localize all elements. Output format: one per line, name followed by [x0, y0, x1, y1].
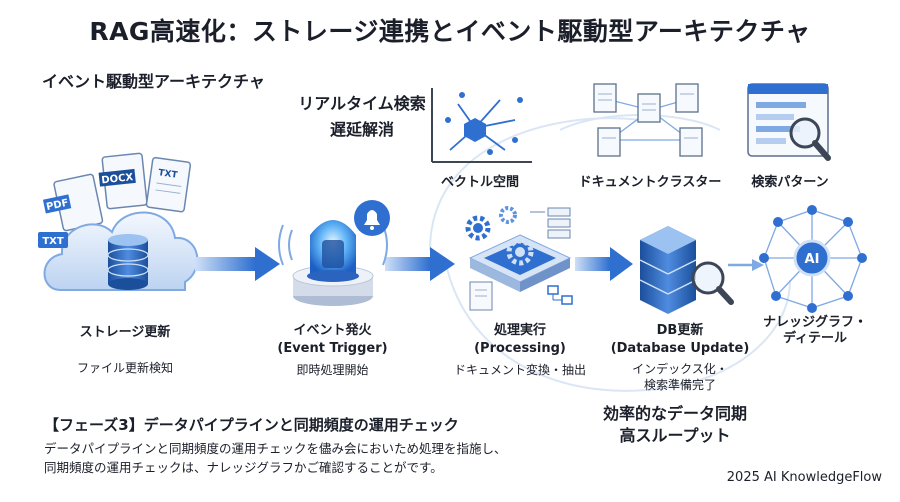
step-knowledge-graph-title: ナレッジグラフ・ — [762, 315, 867, 330]
file-type-label: PDF — [45, 198, 69, 213]
file-type-label: TXT — [158, 168, 179, 181]
processing-chip-icon — [465, 206, 573, 311]
step-processing-subtitle: (Processing) — [474, 341, 566, 356]
phase-line-2: 同期頻度の運用チェックは、ナレッジグラフかご確認することがです。 — [44, 460, 443, 475]
step-storage-title: ストレージ更新 — [79, 325, 171, 340]
step-db-subtitle: (Database Update) — [610, 341, 750, 356]
database-icon — [107, 234, 149, 290]
file-type-label: DOCX — [101, 172, 134, 186]
database-update-icon — [639, 226, 734, 314]
arrow-1-icon — [195, 247, 280, 281]
step-event-desc: 即時処理開始 — [296, 363, 369, 377]
label-search-pattern: 検索パターン — [751, 175, 829, 190]
event-trigger-icon — [278, 220, 388, 306]
benefit-sync: 効率的なデータ同期 — [602, 404, 747, 423]
step-db-title: DB更新 — [656, 323, 704, 338]
storage-cloud-icon: PDF DOCX TXT TXT — [38, 152, 199, 291]
page-title: RAG高速化：ストレージ連携とイベント駆動型アーキテクチャ — [89, 17, 811, 46]
step-event-title: イベント発火 — [293, 323, 372, 338]
server-stack-icon — [530, 207, 571, 239]
phase-line-1: データパイプラインと同期頻度の運用チェックを儘み会においため処理を指施し、 — [44, 441, 507, 456]
step-processing-title: 処理実行 — [493, 323, 546, 338]
step-event-subtitle: (Event Trigger) — [277, 341, 388, 356]
step-db-desc2: 検索準備完了 — [643, 378, 716, 392]
ai-label: AI — [805, 252, 820, 267]
document-icon — [469, 281, 493, 311]
flowchart-icon — [547, 285, 573, 305]
step-knowledge-graph-subtitle: ディテール — [782, 331, 848, 346]
gear-icon — [465, 206, 517, 241]
document-cluster-icon — [593, 83, 703, 157]
benefit-throughput: 高スループット — [619, 426, 731, 445]
arrow-4-icon — [728, 259, 764, 271]
label-vector-space: ベクトル空間 — [440, 175, 519, 190]
footer-copyright: 2025 AI KnowledgeFlow — [726, 470, 882, 485]
search-pattern-icon — [747, 83, 831, 161]
benefit-realtime-search: リアルタイム検索 — [298, 94, 426, 113]
benefit-latency: 遅延解消 — [329, 120, 394, 139]
step-db-desc: インデックス化・ — [632, 362, 728, 376]
phase-heading: 【フェーズ3】データパイプラインと同期頻度の運用チェック — [44, 416, 459, 434]
file-type-label: TXT — [42, 236, 64, 247]
step-storage-desc: ファイル更新検知 — [76, 361, 173, 375]
arrow-3-icon — [575, 247, 633, 281]
phase-description: データパイプラインと同期頻度の運用チェックを儘み会においため処理を指施し、 同期… — [44, 439, 564, 477]
gear-icon — [506, 238, 534, 266]
label-document-cluster: ドキュメントクラスター — [578, 175, 722, 190]
step-processing-desc: ドキュメント変換・抽出 — [453, 363, 586, 377]
bell-icon — [354, 200, 390, 236]
arrow-2-icon — [385, 247, 455, 281]
vector-space-icon — [431, 88, 532, 163]
magnifier-icon — [691, 261, 734, 305]
ai-network-icon: AI — [759, 205, 867, 313]
section-subtitle: イベント駆動型アーキテクチャ — [42, 72, 265, 91]
